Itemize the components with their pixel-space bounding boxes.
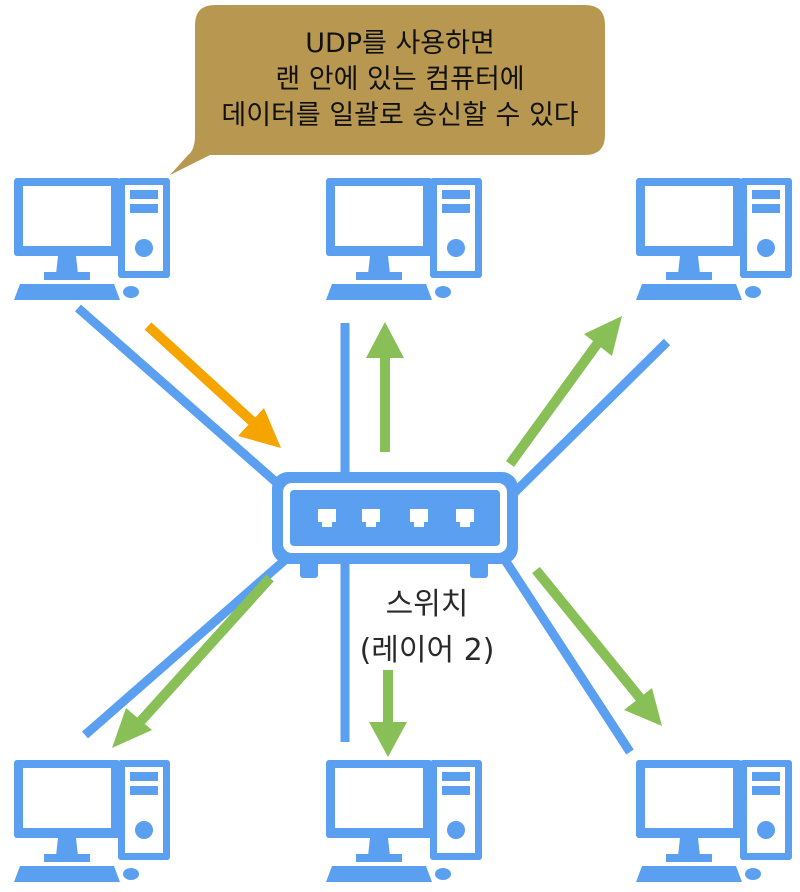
ethernet-port-icon xyxy=(356,501,386,535)
speech-bubble-icon: UDP를 사용하면 랜 안에 있는 컴퓨터에 데이터를 일괄로 송신할 수 있다 xyxy=(170,5,605,175)
computer-icon xyxy=(636,760,792,882)
computer-icon xyxy=(14,760,170,882)
arrow-icon xyxy=(144,322,281,448)
computer-icon xyxy=(636,178,792,300)
ethernet-port-icon xyxy=(450,501,480,535)
cables xyxy=(75,304,671,755)
callout-line-1: UDP를 사용하면 xyxy=(305,28,495,59)
arrow-icon xyxy=(505,316,622,467)
computer-icon xyxy=(326,760,482,882)
cable-bottom-left xyxy=(82,556,288,739)
network-switch-icon xyxy=(272,472,518,578)
cable-top-left xyxy=(75,304,288,494)
callout-line-3: 데이터를 일괄로 송신할 수 있다 xyxy=(221,100,578,131)
computer-icon xyxy=(14,178,170,300)
arrow-icon xyxy=(366,322,404,452)
computer-icon xyxy=(326,178,482,300)
arrow-icon xyxy=(532,566,662,726)
callout-line-2: 랜 안에 있는 컴퓨터에 xyxy=(275,64,524,95)
ethernet-port-icon xyxy=(404,501,434,535)
arrow-icon xyxy=(369,670,407,757)
cable-bottom-right xyxy=(501,557,634,755)
cable-top-right xyxy=(508,338,671,499)
switch-label-layer: (레이어 2) xyxy=(360,633,495,668)
arrow-icon xyxy=(112,574,274,748)
switch-label-name: 스위치 xyxy=(386,587,469,622)
ethernet-port-icon xyxy=(312,501,342,535)
